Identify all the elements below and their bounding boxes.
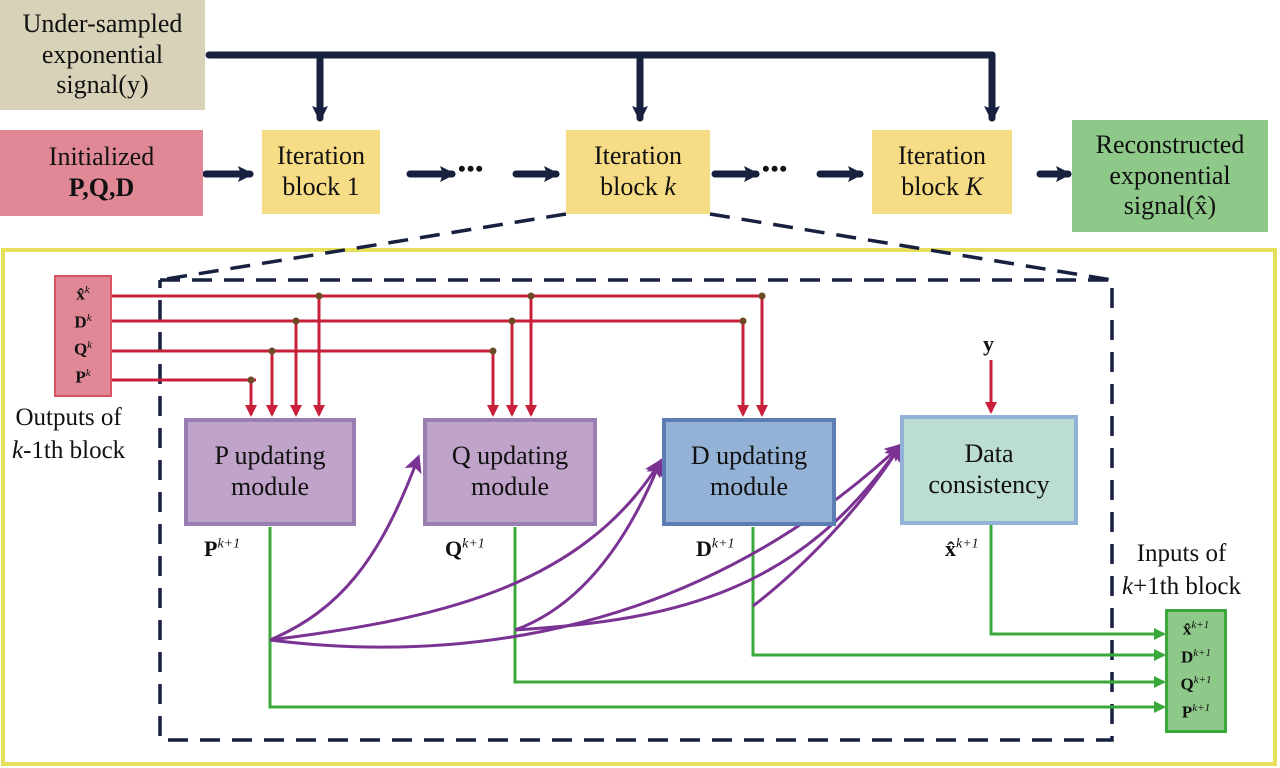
previous-outputs-bus	[112, 294, 997, 417]
iteration-block-1-index: 1	[346, 172, 360, 201]
y-broadcast-bus	[205, 51, 1000, 122]
undersampled-line2: exponential	[41, 39, 164, 69]
init-line2: P,Q,D	[68, 173, 135, 202]
iteration-block-K: Iteration block K	[872, 130, 1012, 214]
prev-var-d: Dk	[74, 311, 92, 332]
p-updating-module: P updating module	[184, 418, 356, 526]
next-inputs-caption: Inputs of k+1th block	[1122, 540, 1241, 600]
next-var-d: Dk+1	[1180, 646, 1212, 667]
xhat-next-label: x̂k+1	[945, 536, 979, 561]
detail-frame	[1, 248, 1277, 766]
d-updating-module: D updating module	[662, 418, 836, 526]
d-next-label: Dk+1	[696, 536, 735, 561]
prev-var-q: Qk	[73, 339, 93, 360]
next-inputs-bus	[268, 525, 1166, 713]
iteration-block-K-index: K	[965, 172, 983, 201]
ellipsis-2: •••	[762, 156, 789, 181]
iteration-block-k-prefix: block	[600, 172, 665, 201]
previous-outputs-caption: Outputs of k-1th block	[12, 404, 126, 464]
iteration-block-1-prefix: block	[282, 172, 347, 201]
reconstructed-line3: signal(x̂)	[1123, 191, 1217, 221]
prev-caption-line1: Outputs of	[15, 404, 122, 431]
iteration-block-1-line1: Iteration	[276, 141, 366, 171]
iteration-block-1: Iteration block 1	[262, 130, 380, 214]
next-caption-line1: Inputs of	[1136, 540, 1227, 567]
initialized-pqd-box: Initialized P,Q,D	[0, 130, 203, 216]
next-inputs-box: x̂k+1 Dk+1 Qk+1 Pk+1	[1165, 609, 1227, 733]
iteration-block-k-index: k	[664, 172, 676, 201]
zoom-dashed-outline	[158, 212, 1114, 742]
q-updating-module: Q updating module	[423, 418, 597, 526]
next-var-xhat: x̂k+1	[1182, 619, 1210, 640]
undersampled-line3: signal(y)	[56, 70, 149, 100]
reconstructed-line2: exponential	[1109, 160, 1231, 190]
undersampled-signal-box: Under-sampled exponential signal(y)	[0, 0, 205, 110]
data-consistency-module: Data consistency	[900, 415, 1078, 525]
iteration-block-k: Iteration block k	[566, 130, 710, 214]
junction-dots	[247, 292, 766, 384]
ellipsis-1: •••	[458, 156, 485, 181]
module-feedback-curves	[269, 442, 903, 649]
next-var-q: Qk+1	[1180, 674, 1212, 695]
iteration-block-K-prefix: block	[901, 172, 966, 201]
p-next-label: Pk+1	[204, 536, 241, 561]
iteration-block-K-line1: Iteration	[897, 141, 987, 171]
prev-var-p: Pk	[75, 366, 91, 387]
reconstructed-signal-box: Reconstructed exponential signal(x̂)	[1072, 120, 1268, 232]
init-line1: Initialized	[48, 142, 155, 172]
prev-var-xhat: x̂k	[76, 284, 90, 305]
next-var-p: Pk+1	[1181, 701, 1211, 722]
undersampled-line1: Under-sampled	[22, 8, 183, 38]
y-input-label: y	[983, 331, 994, 356]
q-next-label: Qk+1	[445, 536, 485, 561]
iteration-block-k-line1: Iteration	[593, 141, 683, 171]
reconstructed-line1: Reconstructed	[1095, 129, 1245, 159]
previous-outputs-box: x̂k Dk Qk Pk	[54, 275, 112, 397]
